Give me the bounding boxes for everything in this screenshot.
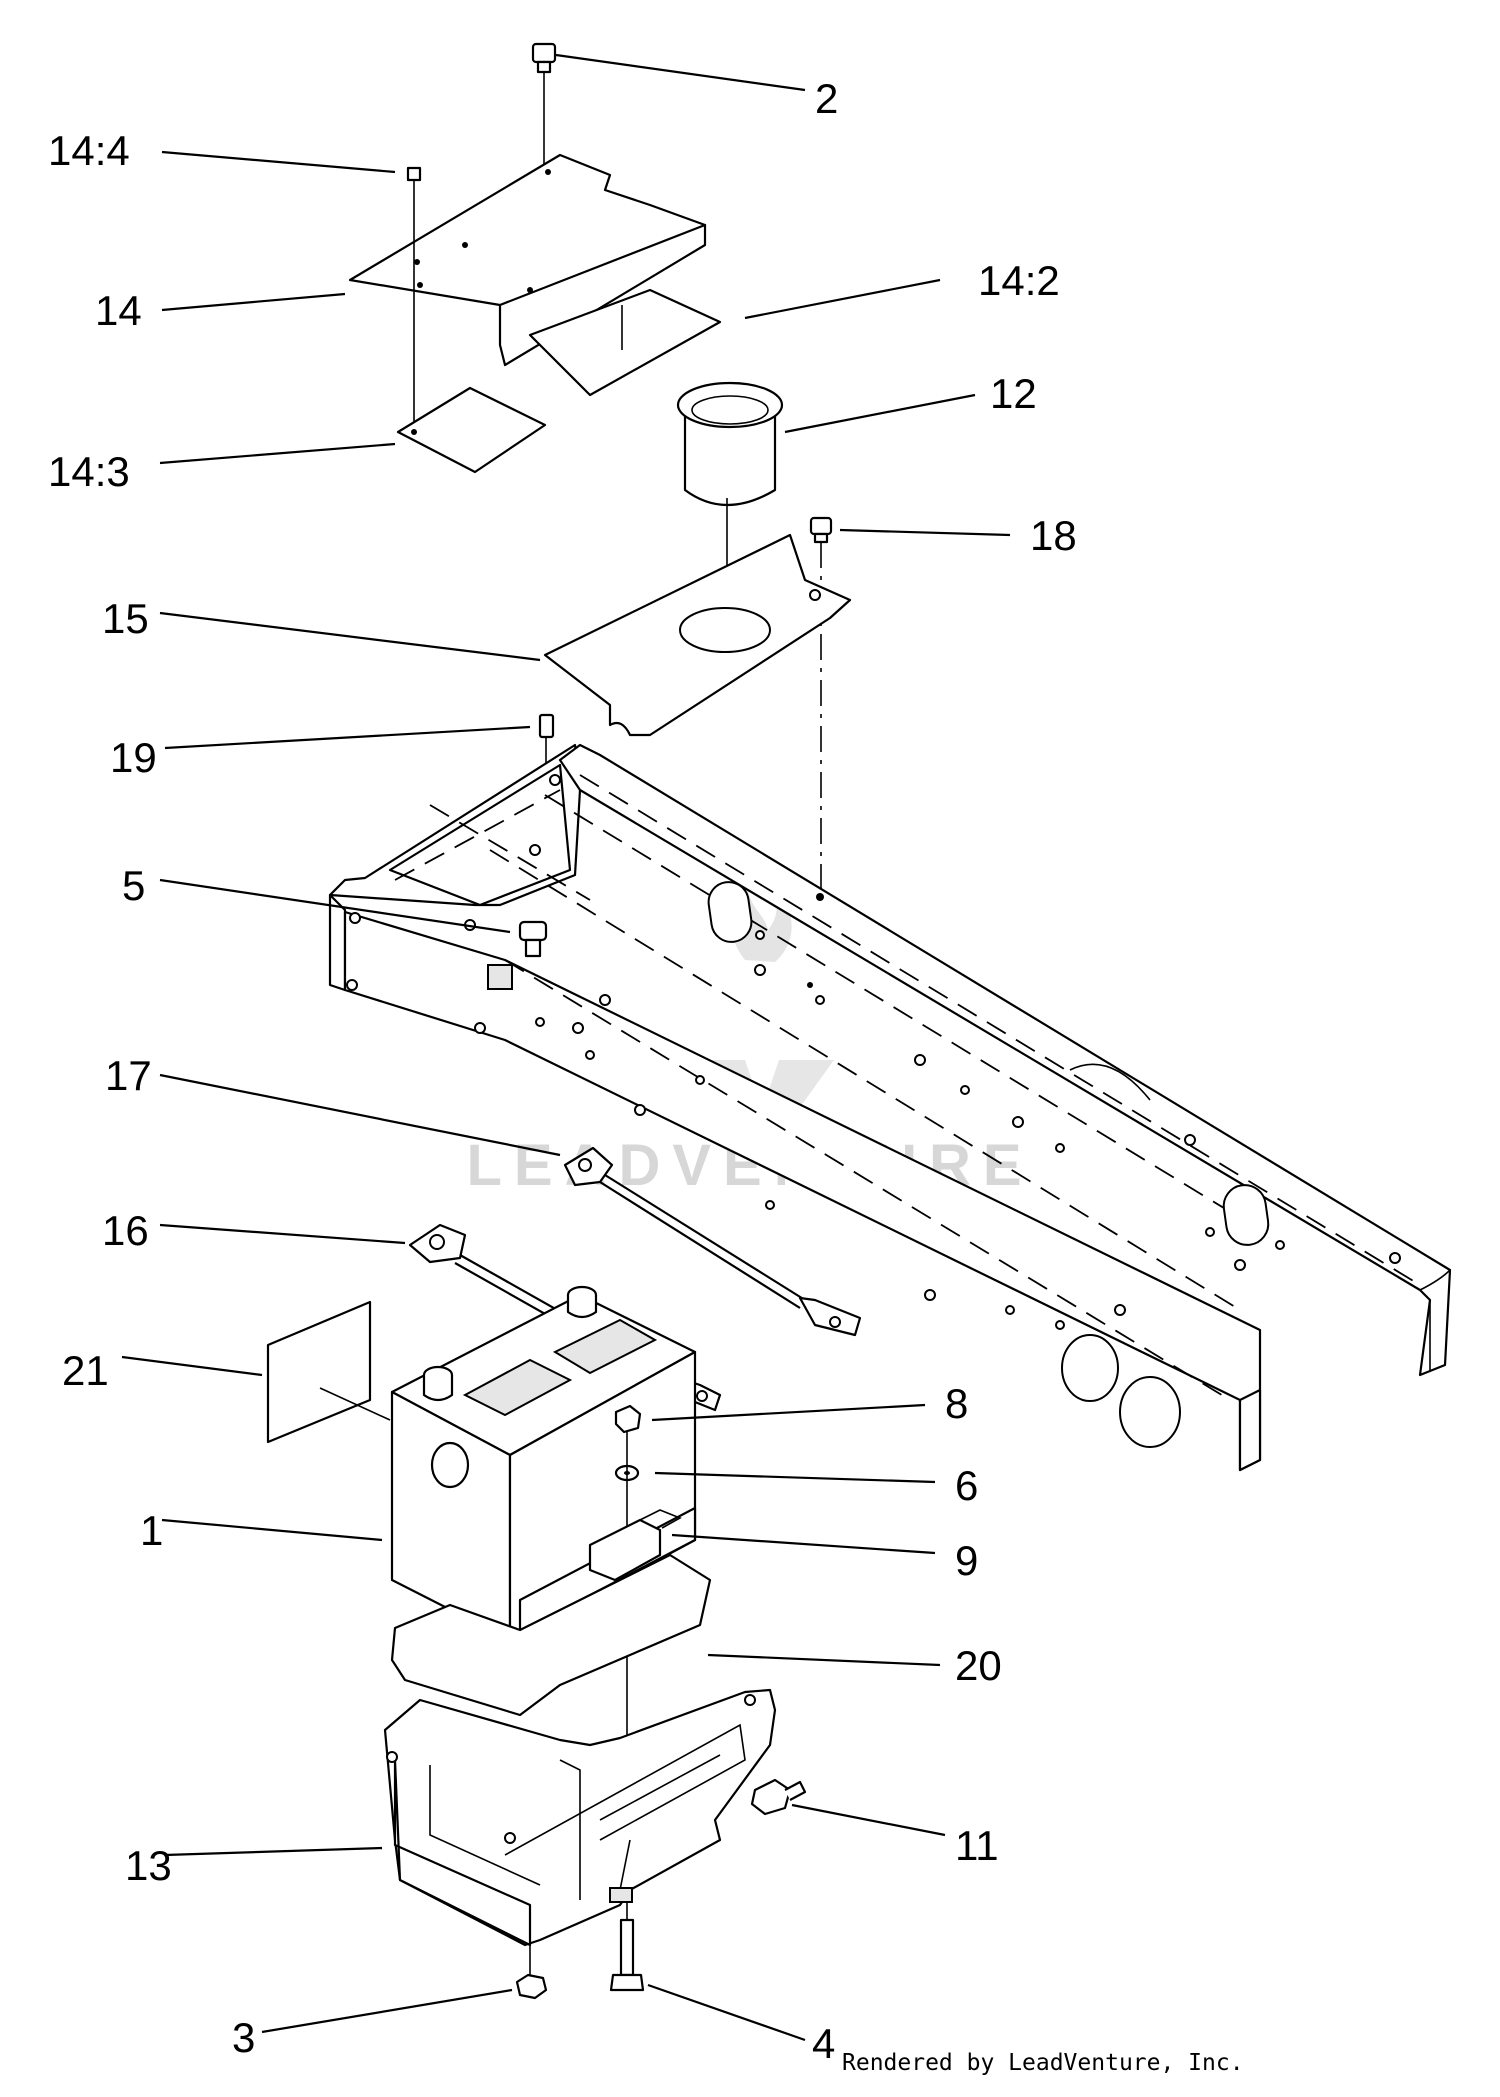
part-21-label (266, 1300, 391, 1444)
leader-14 (161, 292, 346, 312)
callout-16: 16 (102, 1207, 149, 1254)
part-9-hold-down (588, 1509, 682, 1582)
callout-6: 6 (955, 1462, 978, 1509)
leader-19 (164, 725, 531, 750)
part-17-cable (563, 1146, 862, 1337)
callout-11: 11 (955, 1822, 999, 1869)
part-15-cup-plate (543, 533, 852, 737)
leader-18 (839, 528, 1011, 537)
leader-14-4 (161, 150, 396, 174)
callout-3: 3 (232, 2014, 255, 2061)
callout-13: 13 (125, 1842, 172, 1889)
part-12-cup-holder (676, 381, 784, 605)
callout-20: 20 (955, 1642, 1002, 1689)
part-20-tray-pad (390, 1553, 712, 1717)
callout-1: 1 (140, 1507, 163, 1554)
part-14-2-decal (528, 288, 722, 397)
leader-3 (261, 1988, 513, 2034)
callout-5: 5 (122, 862, 145, 909)
part-14-3-pad (396, 386, 547, 474)
callout-14: 14 (95, 287, 142, 334)
leader-4 (647, 1983, 806, 2042)
part-18-screw (809, 516, 833, 895)
leader-11 (791, 1803, 946, 1837)
leader-17 (159, 1073, 561, 1157)
callout-9: 9 (955, 1537, 978, 1584)
leader-5 (159, 878, 511, 934)
leader-12 (784, 393, 976, 434)
callout-15: 15 (102, 595, 149, 642)
leader-14-3 (159, 442, 396, 465)
leader-6 (654, 1471, 936, 1484)
leader-lines (121, 53, 1011, 2042)
part-14-4-pin (406, 166, 422, 435)
part-3-nut (515, 1945, 548, 2000)
callout-labels: 2 14:4 14 14:2 12 14:3 18 15 19 5 17 16 … (48, 75, 1077, 2067)
part-8-nut (614, 1404, 642, 1434)
leader-15 (159, 611, 541, 662)
part-13-battery-tray (383, 1688, 777, 1947)
callout-8: 8 (945, 1380, 968, 1427)
frame-assembly (328, 743, 1452, 1472)
leader-14-2 (744, 278, 941, 320)
leader-13 (164, 1846, 383, 1857)
leader-8 (651, 1403, 926, 1422)
callout-2: 2 (815, 75, 838, 122)
leader-20 (707, 1653, 941, 1667)
part-4-bolt (609, 1918, 645, 1992)
callout-19: 19 (110, 734, 157, 781)
part-1-battery (390, 1285, 697, 1642)
leader-1 (161, 1518, 383, 1542)
part-5-bolt (518, 920, 548, 958)
part-11-bolt (750, 1778, 807, 1816)
callout-12: 12 (990, 370, 1037, 417)
callout-14-4: 14:4 (48, 127, 130, 174)
leader-2 (555, 53, 806, 92)
callout-14-2: 14:2 (978, 257, 1060, 304)
callout-4: 4 (812, 2020, 835, 2067)
leader-16 (159, 1223, 406, 1245)
callout-21: 21 (62, 1347, 109, 1394)
render-credit: Rendered by LeadVenture, Inc. (842, 2050, 1244, 2076)
callout-14-3: 14:3 (48, 448, 130, 495)
leader-9 (671, 1533, 936, 1555)
callout-17: 17 (105, 1052, 152, 1099)
callout-18: 18 (1030, 512, 1077, 559)
part-2-screw (531, 42, 557, 165)
leader-21 (121, 1355, 263, 1377)
